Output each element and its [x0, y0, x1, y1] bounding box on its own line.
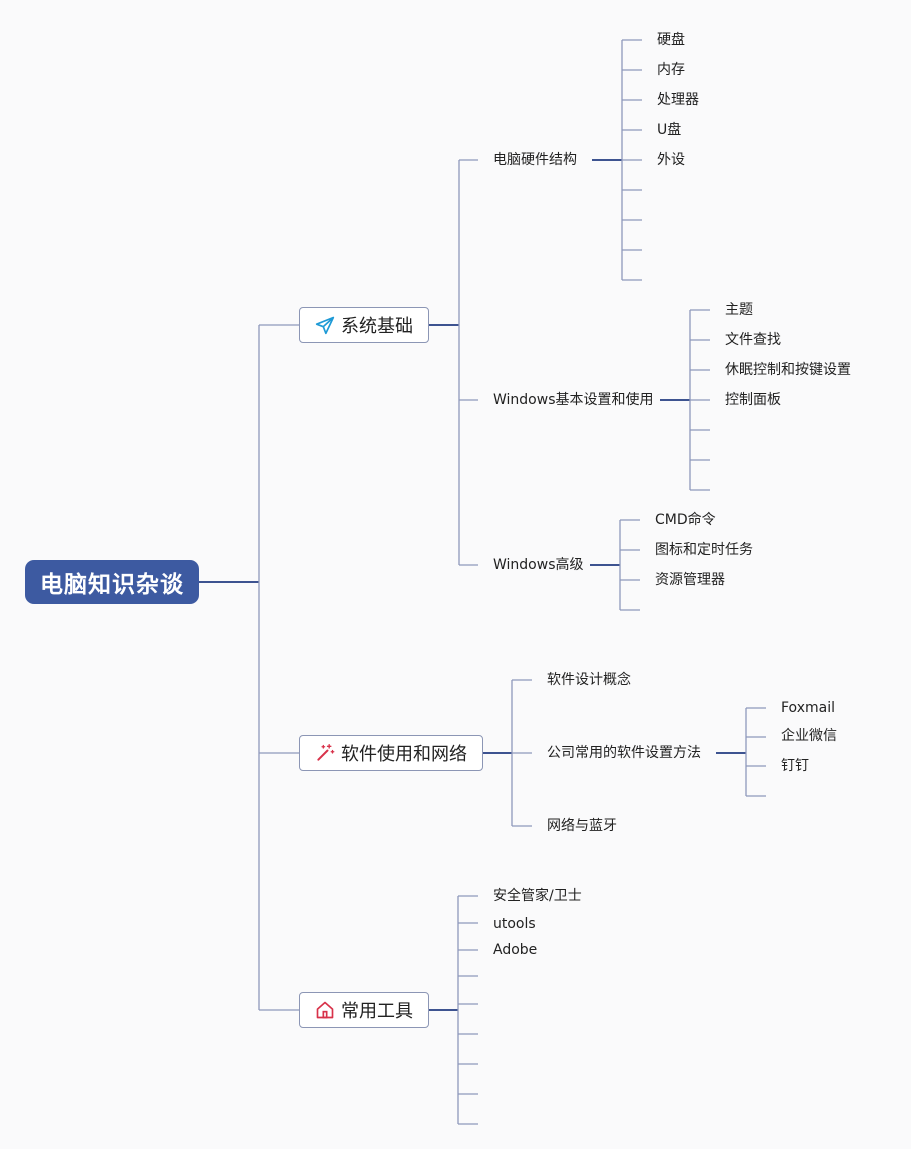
topic-hardware[interactable]: 电脑硬件结构: [493, 152, 577, 168]
topic-item[interactable]: CMD命令: [655, 512, 716, 528]
paper-plane-icon: [315, 315, 335, 335]
topic-windows-settings[interactable]: Windows基本设置和使用: [493, 392, 654, 408]
topic-item[interactable]: Foxmail: [781, 700, 835, 716]
topic-windows-advanced[interactable]: Windows高级: [493, 557, 584, 573]
topic-software-design[interactable]: 软件设计概念: [547, 672, 631, 688]
topic-item[interactable]: 文件查找: [725, 332, 781, 348]
topic-item[interactable]: 控制面板: [725, 392, 781, 408]
topic-item[interactable]: Adobe: [493, 942, 538, 958]
topic-item[interactable]: 主题: [725, 302, 753, 318]
branch-software-network[interactable]: 软件使用和网络: [299, 735, 483, 771]
topic-company-software[interactable]: 公司常用的软件设置方法: [547, 745, 701, 761]
topic-item[interactable]: 外设: [657, 152, 685, 168]
magic-wand-icon: [315, 743, 335, 763]
root-topic[interactable]: 电脑知识杂谈: [25, 560, 199, 604]
branch-common-tools[interactable]: 常用工具: [299, 992, 429, 1028]
topic-item[interactable]: 硬盘: [657, 32, 685, 48]
topic-item[interactable]: 休眠控制和按键设置: [725, 362, 851, 378]
branch-label: 常用工具: [341, 1001, 413, 1022]
topic-item[interactable]: 内存: [657, 62, 685, 78]
topic-item[interactable]: 资源管理器: [655, 572, 725, 588]
topic-item[interactable]: 图标和定时任务: [655, 542, 753, 558]
topic-item[interactable]: 安全管家/卫士: [493, 888, 582, 904]
branch-label: 系统基础: [341, 316, 413, 337]
topic-item[interactable]: U盘: [657, 122, 682, 138]
house-icon: [315, 1000, 335, 1020]
topic-item[interactable]: 处理器: [657, 92, 699, 108]
topic-item[interactable]: 钉钉: [781, 758, 809, 774]
branch-label: 软件使用和网络: [341, 744, 467, 765]
topic-item[interactable]: 企业微信: [781, 728, 837, 744]
topic-item[interactable]: utools: [493, 916, 536, 932]
branch-system-basics[interactable]: 系统基础: [299, 307, 429, 343]
root-topic-label: 电脑知识杂谈: [40, 572, 184, 598]
topic-network[interactable]: 网络与蓝牙: [547, 818, 617, 834]
